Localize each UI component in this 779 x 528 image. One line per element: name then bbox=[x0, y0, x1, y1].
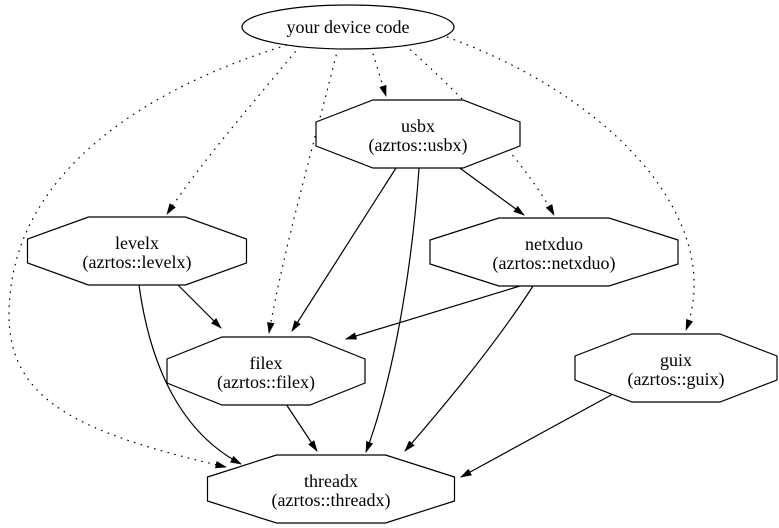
edge-device_code-usbx bbox=[370, 46, 387, 97]
octagon-shape bbox=[26, 216, 248, 286]
node-sublabel: (azrtos::usbx) bbox=[369, 135, 468, 156]
edge-device_code-guix bbox=[446, 36, 695, 331]
edge-filex-threadx bbox=[285, 403, 318, 452]
edge-usbx-threadx bbox=[365, 167, 420, 453]
edge-netxduo-threadx bbox=[404, 285, 534, 452]
edge-device_code-filex bbox=[267, 47, 339, 334]
node-label: threadx bbox=[304, 471, 358, 491]
node-label: guix bbox=[660, 350, 692, 370]
node-filex: filex(azrtos::filex) bbox=[166, 336, 366, 406]
node-netxduo: netxduo(azrtos::netxduo) bbox=[429, 217, 679, 287]
node-device_code: your device code bbox=[241, 4, 455, 50]
octagon-shape bbox=[315, 99, 521, 169]
node-usbx: usbx(azrtos::usbx) bbox=[315, 99, 521, 169]
node-guix: guix(azrtos::guix) bbox=[574, 333, 778, 403]
edge-levelx-filex bbox=[176, 283, 222, 329]
octagon-shape bbox=[166, 336, 366, 406]
edge-guix-threadx bbox=[460, 393, 614, 478]
octagon-shape bbox=[574, 333, 778, 403]
edge-levelx-threadx bbox=[138, 284, 242, 465]
node-sublabel: (azrtos::guix) bbox=[628, 369, 725, 390]
node-label: netxduo bbox=[525, 234, 583, 254]
node-sublabel: (azrtos::filex) bbox=[217, 372, 315, 393]
node-label: usbx bbox=[401, 116, 435, 136]
octagon-shape bbox=[429, 217, 679, 287]
nodes-layer: your device codeusbx(azrtos::usbx)levelx… bbox=[26, 4, 778, 524]
node-label: levelx bbox=[115, 233, 159, 253]
node-sublabel: (azrtos::netxduo) bbox=[493, 253, 616, 274]
node-threadx: threadx(azrtos::threadx) bbox=[206, 454, 456, 524]
node-label: your device code bbox=[287, 17, 410, 37]
octagon-shape bbox=[206, 454, 456, 524]
node-levelx: levelx(azrtos::levelx) bbox=[26, 216, 248, 286]
edge-netxduo-filex bbox=[345, 285, 521, 340]
edges-layer bbox=[8, 36, 695, 478]
node-label: filex bbox=[250, 353, 283, 373]
node-sublabel: (azrtos::levelx) bbox=[83, 252, 192, 273]
node-sublabel: (azrtos::threadx) bbox=[272, 490, 391, 511]
ellipse-shape bbox=[241, 4, 455, 50]
edge-usbx-filex bbox=[291, 167, 397, 332]
edge-usbx-netxduo bbox=[456, 165, 525, 216]
edge-device_code-levelx bbox=[166, 45, 301, 215]
